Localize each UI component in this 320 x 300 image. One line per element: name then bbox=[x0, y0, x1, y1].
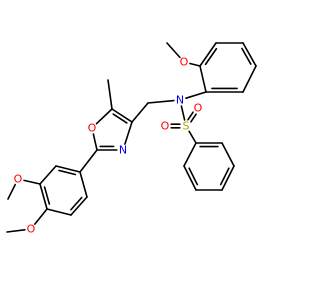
bond-d3-d4-a bbox=[39, 183, 48, 210]
bond-n-ch2 bbox=[147, 99, 175, 104]
bond-b2-b3-a bbox=[183, 165, 197, 191]
bond-c2-d1 bbox=[79, 149, 98, 173]
bond-a4-a5-a bbox=[242, 42, 257, 67]
bond-a5-a6 bbox=[242, 65, 257, 93]
atom-label-n: N bbox=[176, 94, 184, 107]
bond-c5-o1 bbox=[95, 108, 113, 125]
atom-label-n3: N bbox=[119, 144, 127, 157]
bond-ome1-me1 bbox=[166, 42, 181, 59]
bond-c4-c5-a bbox=[111, 108, 133, 123]
bond-a1-a2 bbox=[199, 65, 207, 93]
bond-om3-mme3 bbox=[7, 183, 17, 200]
bond-d5-d6-a bbox=[70, 196, 88, 216]
bond-c5-me5 bbox=[107, 79, 113, 110]
bond-a2-a3-a bbox=[199, 42, 217, 67]
bond-n-s bbox=[180, 105, 186, 121]
atom-label-s: S bbox=[183, 120, 190, 133]
bond-d1-d2-b bbox=[58, 169, 77, 176]
bond-b5-b6 bbox=[221, 142, 235, 167]
atom-label-o1: O bbox=[88, 122, 97, 135]
bond-a4-a5-b bbox=[241, 47, 252, 65]
bond-s-b1 bbox=[188, 130, 197, 144]
bond-d5-d6-b bbox=[70, 196, 83, 211]
atom-label-os2: O bbox=[161, 120, 170, 133]
bond-b1-b2 bbox=[183, 142, 197, 167]
atom-label-om3: O bbox=[14, 173, 23, 186]
bond-s-os1-a bbox=[190, 113, 197, 123]
bond-d3-om3 bbox=[23, 179, 41, 185]
bond-a2-a3-b bbox=[204, 47, 218, 66]
bond-b4-b5-b bbox=[219, 167, 230, 186]
bond-d1-d2-a bbox=[55, 165, 81, 173]
atom-label-ome1: O bbox=[180, 56, 189, 69]
bond-o1-c2 bbox=[92, 133, 98, 151]
bond-layer bbox=[6, 42, 257, 233]
bond-d6-d1 bbox=[79, 171, 88, 198]
bond-n-a1 bbox=[185, 91, 207, 99]
bond-d2-d3 bbox=[39, 165, 57, 185]
bond-d4-om4 bbox=[34, 208, 48, 225]
bond-a2-ome1 bbox=[189, 62, 201, 67]
atom-label-os1: O bbox=[194, 102, 203, 115]
bond-s-os1-b bbox=[187, 111, 194, 121]
bond-b2-b3-b bbox=[188, 167, 199, 186]
bond-b4-b5-a bbox=[221, 165, 235, 191]
bond-d3-d4-b bbox=[43, 186, 51, 205]
bond-om4-mme4 bbox=[6, 228, 26, 233]
bond-c4-c5-b bbox=[112, 113, 128, 124]
bond-n3-c4 bbox=[124, 121, 133, 145]
atom-label-om4: O bbox=[27, 223, 36, 236]
bond-d4-d5 bbox=[46, 208, 72, 216]
bond-ch2-c4 bbox=[131, 102, 149, 123]
